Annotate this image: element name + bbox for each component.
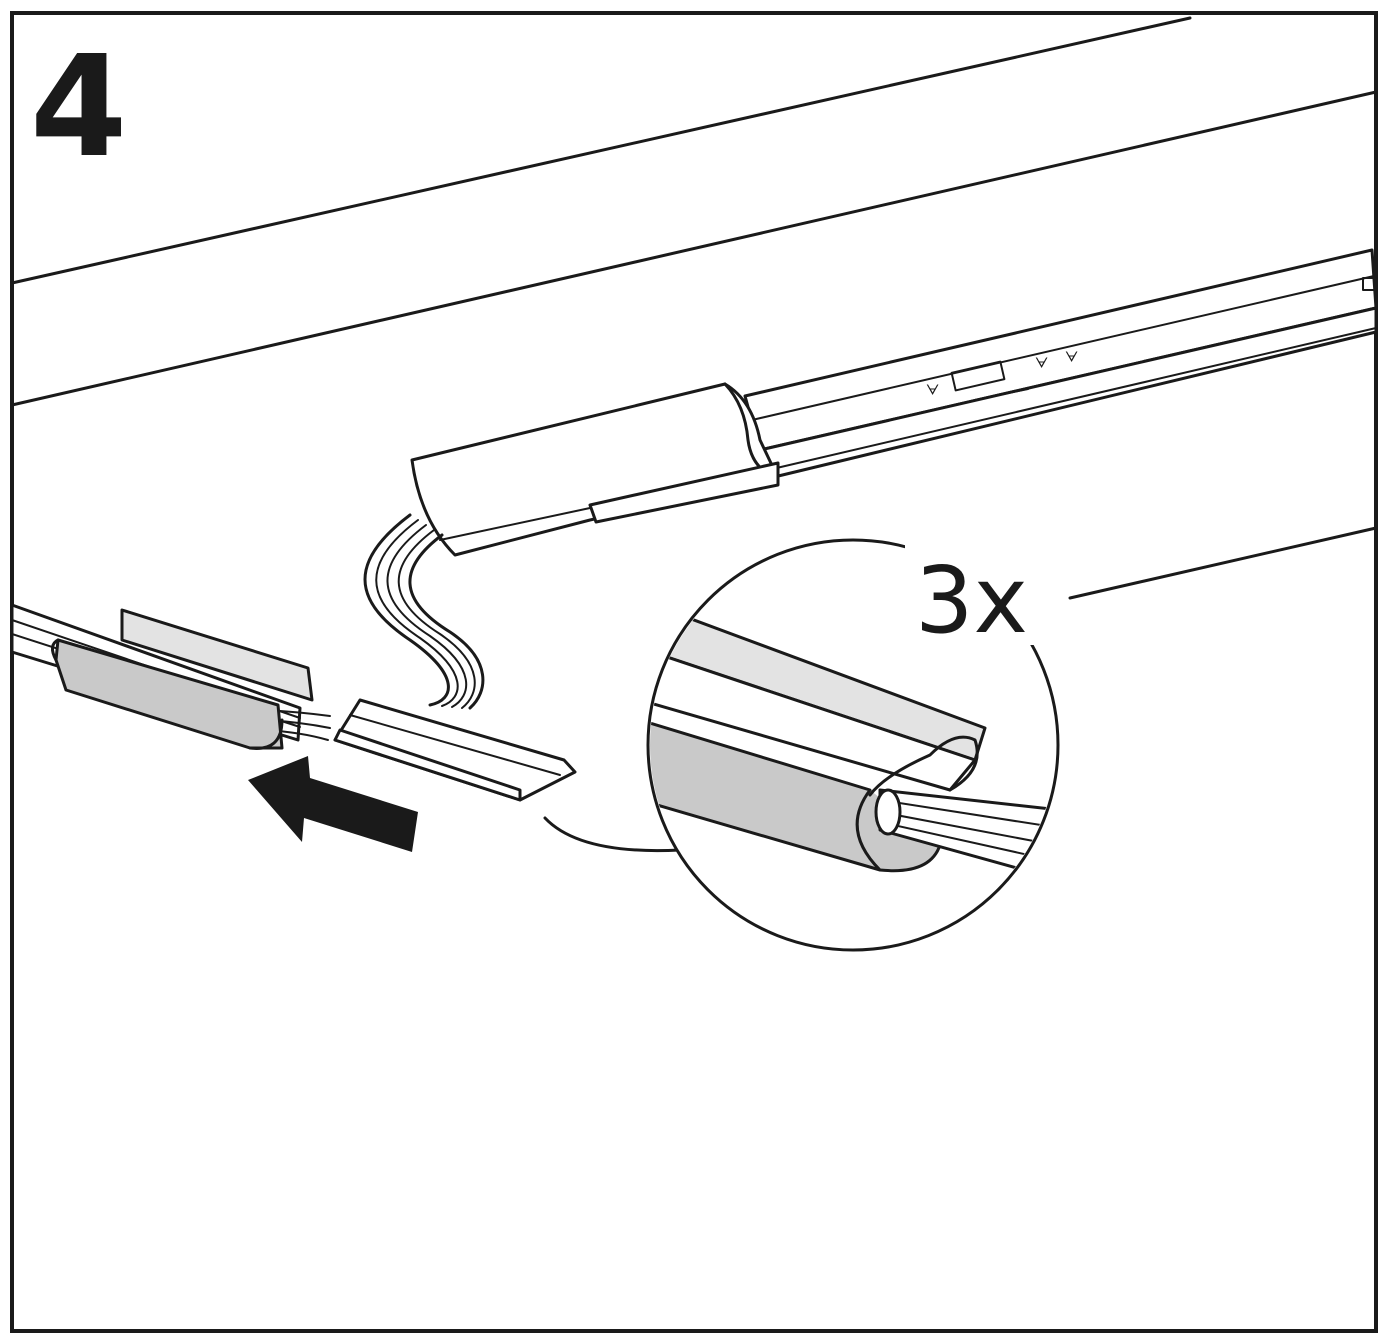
light-bar-end-cap [410,382,780,557]
cable-clip-left [51,608,314,750]
ribbon-cable [363,513,485,710]
bar-markings-icon: ᗄ ᗄ ᗄ [926,277,1376,401]
svg-text:ᗄ: ᗄ [1065,350,1078,366]
svg-text:ᗄ: ᗄ [926,383,939,399]
callout-tail [543,816,682,853]
step-number: 4 [30,26,127,189]
svg-text:ᗄ: ᗄ [1035,356,1048,372]
detail-magnifier [646,535,1060,952]
cabinet-edge [10,16,1378,600]
count-label: 3x [915,547,1028,654]
connector-plug [333,698,577,802]
arrow-left-icon [248,756,418,852]
